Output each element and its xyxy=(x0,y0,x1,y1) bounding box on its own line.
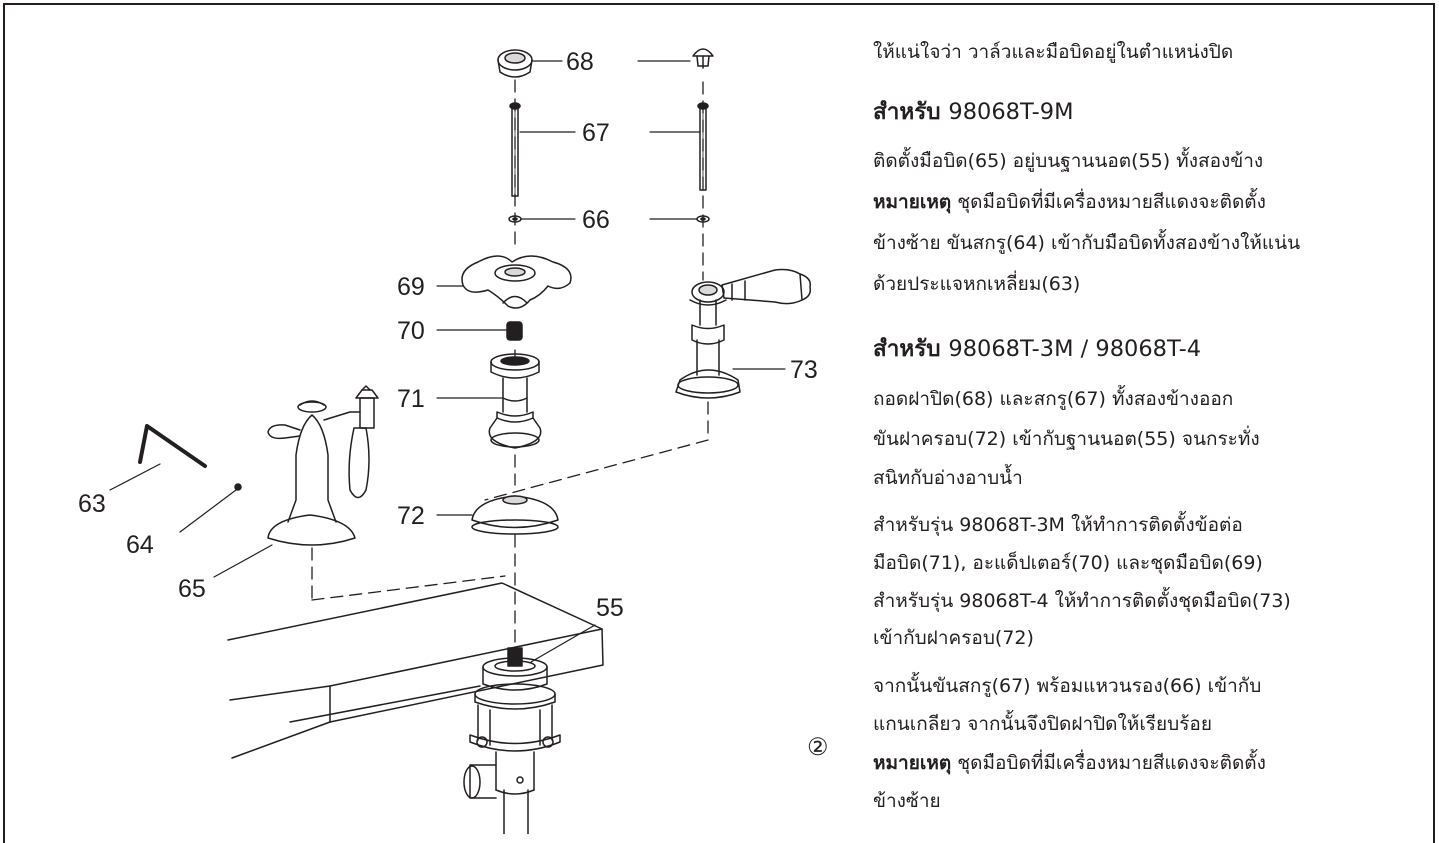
section1-note-text: ชุดมือบิดที่มีเครื่องหมายสีแดงจะติดตั้ง xyxy=(957,191,1266,213)
section2-p3-line2: แกนเกลียว จากนั้นจึงปิดฝาปิดให้เรียบร้อย xyxy=(873,713,1212,735)
lever-handle-73 xyxy=(675,268,812,399)
set-screw-64 xyxy=(234,483,242,491)
page-frame xyxy=(3,3,1435,843)
callout-72: 72 xyxy=(397,502,425,530)
section1-heading: สำหรับ 98068T-9M xyxy=(873,93,1074,129)
section1-heading-model: 98068T-9M xyxy=(948,99,1074,125)
section2-note-text: ชุดมือบิดที่มีเครื่องหมายสีแดงจะติดตั้ง xyxy=(957,752,1266,774)
callout-70: 70 xyxy=(397,317,425,345)
section1-line1: ติดตั้งมือบิด(65) อยู่บนฐานนอต(55) ทั้งส… xyxy=(873,150,1264,172)
callout-labels: 68 67 66 69 70 71 73 72 55 63 64 65 xyxy=(78,48,818,622)
washer-66-left xyxy=(508,215,522,223)
section2-p2-line3: สำหรับรุ่น 98068T-4 ให้ทำการติดตั้งชุดมื… xyxy=(873,590,1291,612)
section1-heading-prefix: สำหรับ xyxy=(873,99,941,125)
countertop xyxy=(227,582,604,759)
section2-heading-model: 98068T-3M / 98068T-4 xyxy=(948,336,1202,362)
callout-68: 68 xyxy=(566,48,594,76)
hex-key-63 xyxy=(138,424,207,468)
screw-67-right xyxy=(697,102,709,191)
callout-55: 55 xyxy=(596,594,624,622)
connector-71 xyxy=(488,353,542,449)
callout-66: 66 xyxy=(582,206,610,234)
section2-heading-prefix: สำหรับ xyxy=(873,336,941,362)
callout-69: 69 xyxy=(397,273,425,301)
section1-note-label: หมายเหตุ xyxy=(873,191,952,213)
section2-p1-line3: สนิทกับอ่างอาบน้ำ xyxy=(873,467,1023,489)
section2-p1-line2: ขันฝาครอบ(72) เข้ากับฐานนอต(55) จนกระทั่… xyxy=(873,428,1260,450)
screw-67-left xyxy=(509,102,521,197)
section1-line2: หมายเหตุ ชุดมือบิดที่มีเครื่องหมายสีแดงจ… xyxy=(873,186,1266,219)
step-number: ② xyxy=(807,733,829,761)
adapter-70 xyxy=(506,321,523,341)
section2-p2-line4: เข้ากับฝาครอบ(72) xyxy=(873,627,1034,649)
callout-63: 63 xyxy=(78,490,106,518)
section1-line3: ข้างซ้าย ขันสกรู(64) เข้ากับมือบิดทั้งสอ… xyxy=(873,232,1301,254)
escutcheon-72 xyxy=(471,495,559,535)
cross-handle-69 xyxy=(461,255,572,309)
section2-p4-line1: หมายเหตุ ชุดมือบิดที่มีเครื่องหมายสีแดงจ… xyxy=(873,747,1266,780)
callout-71: 71 xyxy=(397,385,425,413)
section2-heading: สำหรับ 98068T-3M / 98068T-4 xyxy=(873,330,1201,366)
handle-assembly-65 xyxy=(267,385,379,546)
callout-65: 65 xyxy=(178,575,206,603)
section2-p3-line1: จากนั้นขันสกรู(67) พร้อมแหวนรอง(66) เข้า… xyxy=(873,675,1262,697)
section2-p2-line2: มือบิด(71), อะแด็ปเตอร์(70) และชุดมือบิด… xyxy=(873,552,1263,574)
callout-64: 64 xyxy=(126,531,154,559)
plug-68-right xyxy=(692,48,714,69)
intro-text: ให้แน่ใจว่า วาล์วและมือบิดอยู่ในตำแหน่งป… xyxy=(873,41,1234,63)
callout-67: 67 xyxy=(582,119,610,147)
leader-lines xyxy=(109,60,786,663)
section2-p4-line2: ข้างซ้าย xyxy=(873,790,941,812)
cap-68-left xyxy=(497,49,533,78)
callout-73: 73 xyxy=(790,356,818,384)
section2-p1-line1: ถอดฝาปิด(68) และสกรู(67) ทั้งสองข้างออก xyxy=(873,388,1234,410)
section2-note-label: หมายเหตุ xyxy=(873,752,952,774)
exploded-parts-diagram: 68 67 66 69 70 71 73 72 55 63 64 65 xyxy=(78,48,818,834)
base-nut-55 xyxy=(463,647,561,834)
section2-p2-line1: สำหรับรุ่น 98068T-3M ให้ทำการติดตั้งข้อต… xyxy=(873,514,1243,536)
section1-line4: ด้วยประแจหกเหลี่ยม(63) xyxy=(873,273,1081,295)
